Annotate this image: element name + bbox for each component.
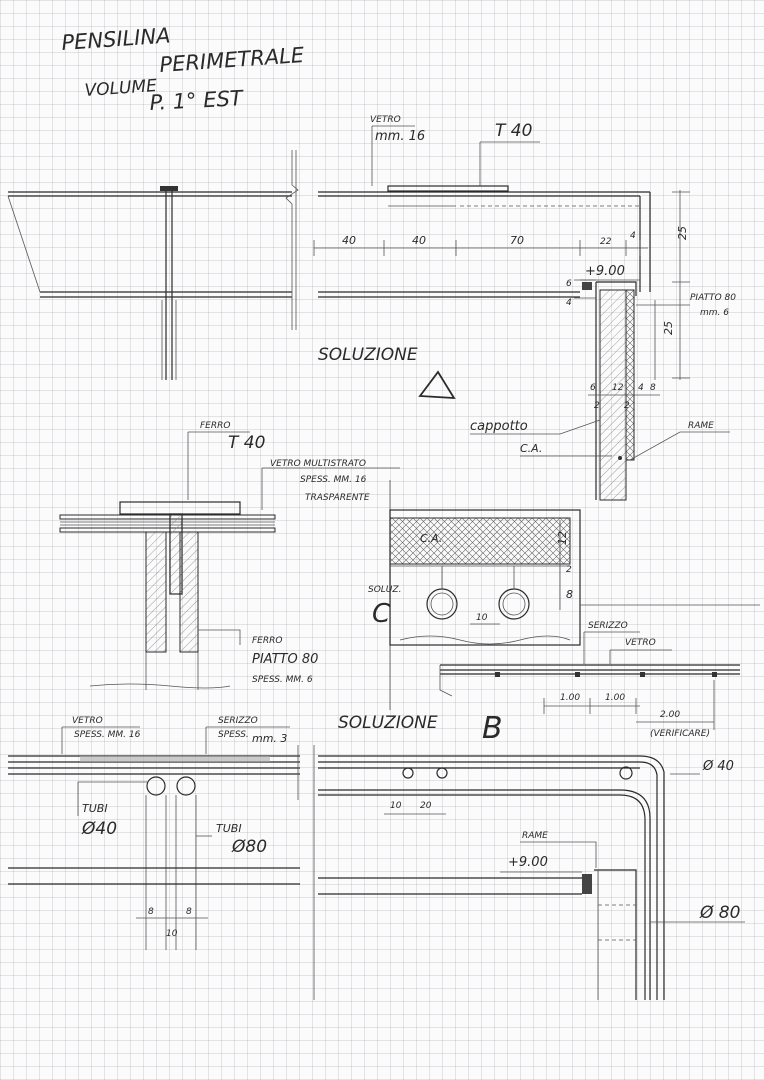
phi40-label: Ø 40 [702, 759, 734, 774]
dim-8b-bl: 8 [186, 907, 192, 917]
ca-label-c: C.A. [420, 532, 442, 545]
phi80-label: Ø 80 [699, 903, 740, 923]
small-dim-3: 4 [638, 383, 644, 393]
piatto-label-top: PIATTO 80 [690, 293, 736, 303]
cappotto-label: cappotto [470, 419, 528, 434]
bottom-right-section: Ø 40 10 20 RAME +9.00 Ø 80 [313, 745, 745, 1000]
soluzione-a-text: SOLUZIONE [318, 345, 418, 365]
title-line4: P. 1° EST [149, 86, 245, 115]
vetro-label-top: VETRO [370, 115, 401, 125]
vetro-label-bl: VETRO [72, 716, 103, 726]
title-block: PENSILINA PERIMETRALE VOLUME P. 1° EST [61, 23, 306, 115]
tubi1-diam: Ø40 [81, 819, 117, 839]
dim-10-bl: 10 [166, 929, 178, 939]
dim-2-c: 2 [566, 565, 572, 575]
dim-8a-bl: 8 [148, 907, 154, 917]
title-line2: PERIMETRALE [159, 43, 306, 77]
top-section: VETRO mm. 16 T 40 40 40 70 22 4 +9.00 6 [7, 115, 736, 501]
dim-100-a: 1.00 [560, 693, 580, 703]
dim-25a: 25 [676, 226, 689, 240]
serizzo-spec-bl: SPESS. [218, 730, 249, 740]
soluzione-c-section: C.A. 10 12 2 8 SOLUZ. C [368, 509, 760, 646]
serizzo-label-mid: SERIZZO [588, 621, 628, 631]
dim-12-c: 12 [556, 531, 569, 545]
spess6-label: SPESS. MM. 6 [252, 675, 313, 685]
verificare: (VERIFICARE) [650, 729, 710, 739]
soluzione-b-text: SOLUZIONE [338, 713, 438, 733]
dim-top-5: 4 [630, 231, 636, 241]
ferro-label: FERRO [200, 421, 230, 431]
dim-top-1: 40 [342, 234, 356, 247]
dim-6-top: 6 [566, 279, 572, 289]
detail-t-section: FERRO T 40 VETRO MULTISTRATO SPESS. MM. … [59, 421, 400, 710]
serizzo-label-bl: SERIZZO [218, 716, 258, 726]
tubi2-label: TUBI [216, 822, 242, 835]
vetro-multistrato: VETRO MULTISTRATO [270, 459, 366, 469]
vetro-spec-top: mm. 16 [375, 129, 425, 144]
soluzione-a-label: SOLUZIONE [318, 345, 456, 399]
ferro-label2: FERRO [252, 636, 282, 646]
soluz-c-letter: C [372, 599, 391, 629]
title-line3: VOLUME [84, 76, 158, 101]
t40-label-mid: T 40 [228, 433, 265, 453]
level-br: +9.00 [508, 855, 548, 870]
vetro-label-mid: VETRO [625, 638, 656, 648]
dim-100-b: 1.00 [605, 693, 625, 703]
soluzione-b-label: SOLUZIONE B [338, 711, 503, 746]
right-mid-section: SERIZZO VETRO 1.00 1.00 2.00 (VERIFICARE… [439, 621, 740, 739]
soluzione-b-letter: B [482, 711, 503, 746]
tubi2-diam: Ø80 [231, 837, 267, 857]
dim-top-2: 40 [412, 234, 426, 247]
tubi1-label: TUBI [82, 802, 108, 815]
dim-200: 2.00 [660, 710, 680, 720]
serizzo-mm-bl: mm. 3 [252, 732, 287, 745]
small-dim-6: 2 [624, 401, 630, 411]
dim-10-c: 10 [476, 613, 488, 623]
soluz-c-label: SOLUZ. [368, 585, 401, 595]
rame-label-br: RAME [522, 831, 548, 841]
title-line1: PENSILINA [61, 23, 172, 55]
piatto-spec-top: mm. 6 [700, 308, 729, 318]
trasparente: TRASPARENTE [305, 493, 370, 503]
small-dim-1: 6 [590, 383, 596, 393]
small-dim-5: 2 [594, 401, 600, 411]
dim-20-br: 20 [420, 801, 432, 811]
bottom-left-section: VETRO SPESS. MM. 16 SERIZZO SPESS. mm. 3… [8, 716, 300, 950]
dim-top-3: 70 [510, 234, 524, 247]
vetro-spec-bl: SPESS. MM. 16 [74, 730, 141, 740]
spess-16: SPESS. MM. 16 [300, 475, 367, 485]
t40-label-top: T 40 [495, 121, 532, 141]
dim-top-4: 22 [600, 237, 612, 247]
piatto80-label: PIATTO 80 [252, 652, 318, 667]
dim-25b: 25 [662, 321, 675, 335]
dim-8-c: 8 [566, 588, 573, 601]
ca-label-top: C.A. [520, 442, 542, 455]
dim-10-br: 10 [390, 801, 402, 811]
small-dim-2: 12 [612, 383, 624, 393]
small-dim-4: 8 [650, 383, 656, 393]
rame-label-top: RAME [688, 421, 714, 431]
dim-4-top: 4 [566, 298, 572, 308]
level-top: +9.00 [585, 264, 625, 279]
